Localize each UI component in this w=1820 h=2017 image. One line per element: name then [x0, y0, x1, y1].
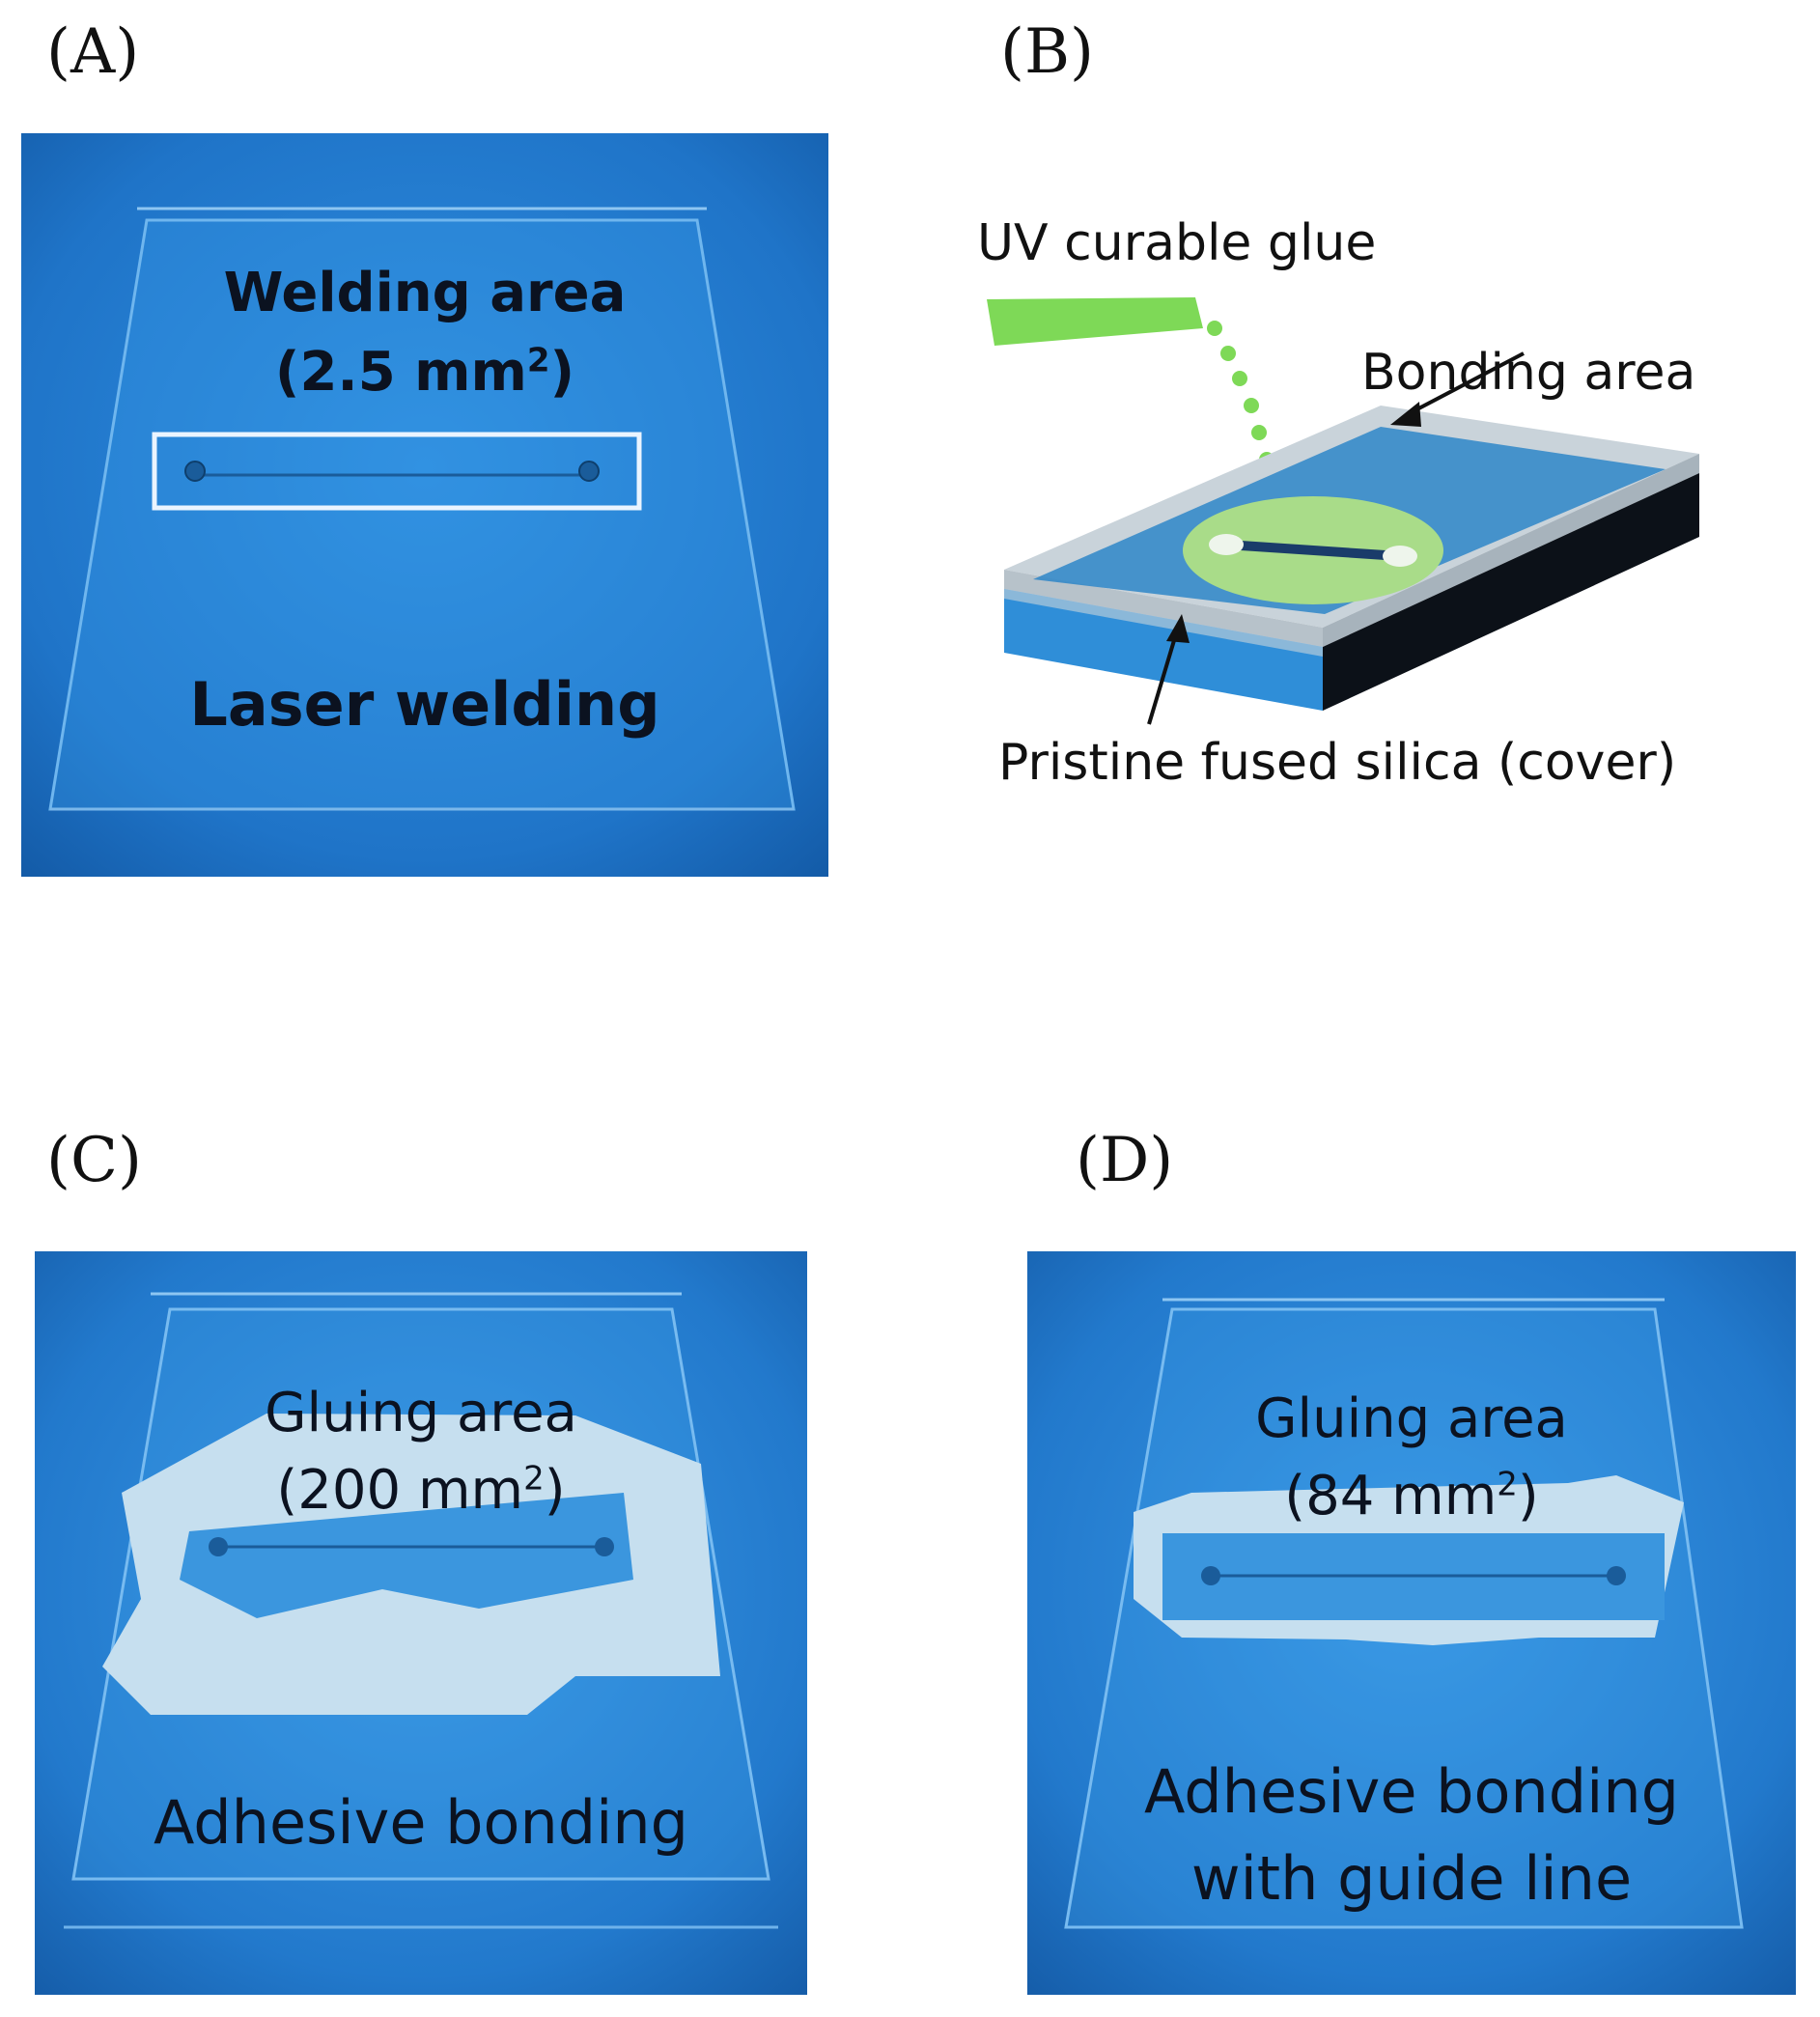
panel-d-title-line2: (84 mm2)	[1284, 1465, 1539, 1527]
bonding-area-label: Bonding area	[1361, 344, 1696, 402]
panel-a-title-line2: (2.5 mm2)	[274, 341, 575, 404]
panel-d-method-line2: with guide line	[1190, 1843, 1633, 1914]
cover-arrow	[1147, 627, 1180, 725]
cover-label: Pristine fused silica (cover)	[998, 734, 1677, 792]
panel-a-letter: (A)	[46, 16, 140, 88]
panel-c-method: Adhesive bonding	[153, 1787, 688, 1858]
bonding-arrow	[1409, 351, 1525, 415]
panel-d-method-line1: Adhesive bonding	[1143, 1756, 1679, 1827]
panel-d-letter: (D)	[1076, 1125, 1174, 1196]
panel-c-letter: (C)	[46, 1125, 142, 1196]
panel-a-title-line1: Welding area	[223, 262, 627, 324]
panel-a-photo	[21, 133, 828, 877]
panel-c-title-line1: Gluing area	[265, 1382, 577, 1444]
panel-a-method: Laser welding	[189, 669, 660, 740]
panel-c-photo	[35, 1251, 807, 1995]
panel-b-letter: (B)	[1000, 16, 1094, 88]
glue-nozzle	[987, 297, 1203, 346]
bonding-schematic	[966, 174, 1796, 830]
panel-d-title-line1: Gluing area	[1255, 1387, 1568, 1450]
panel-c-title-line2: (200 mm2)	[276, 1459, 566, 1522]
glue-label: UV curable glue	[977, 214, 1377, 272]
base-side	[1323, 473, 1699, 711]
base-front	[1004, 589, 1323, 711]
panel-d-photo	[1027, 1251, 1796, 1995]
